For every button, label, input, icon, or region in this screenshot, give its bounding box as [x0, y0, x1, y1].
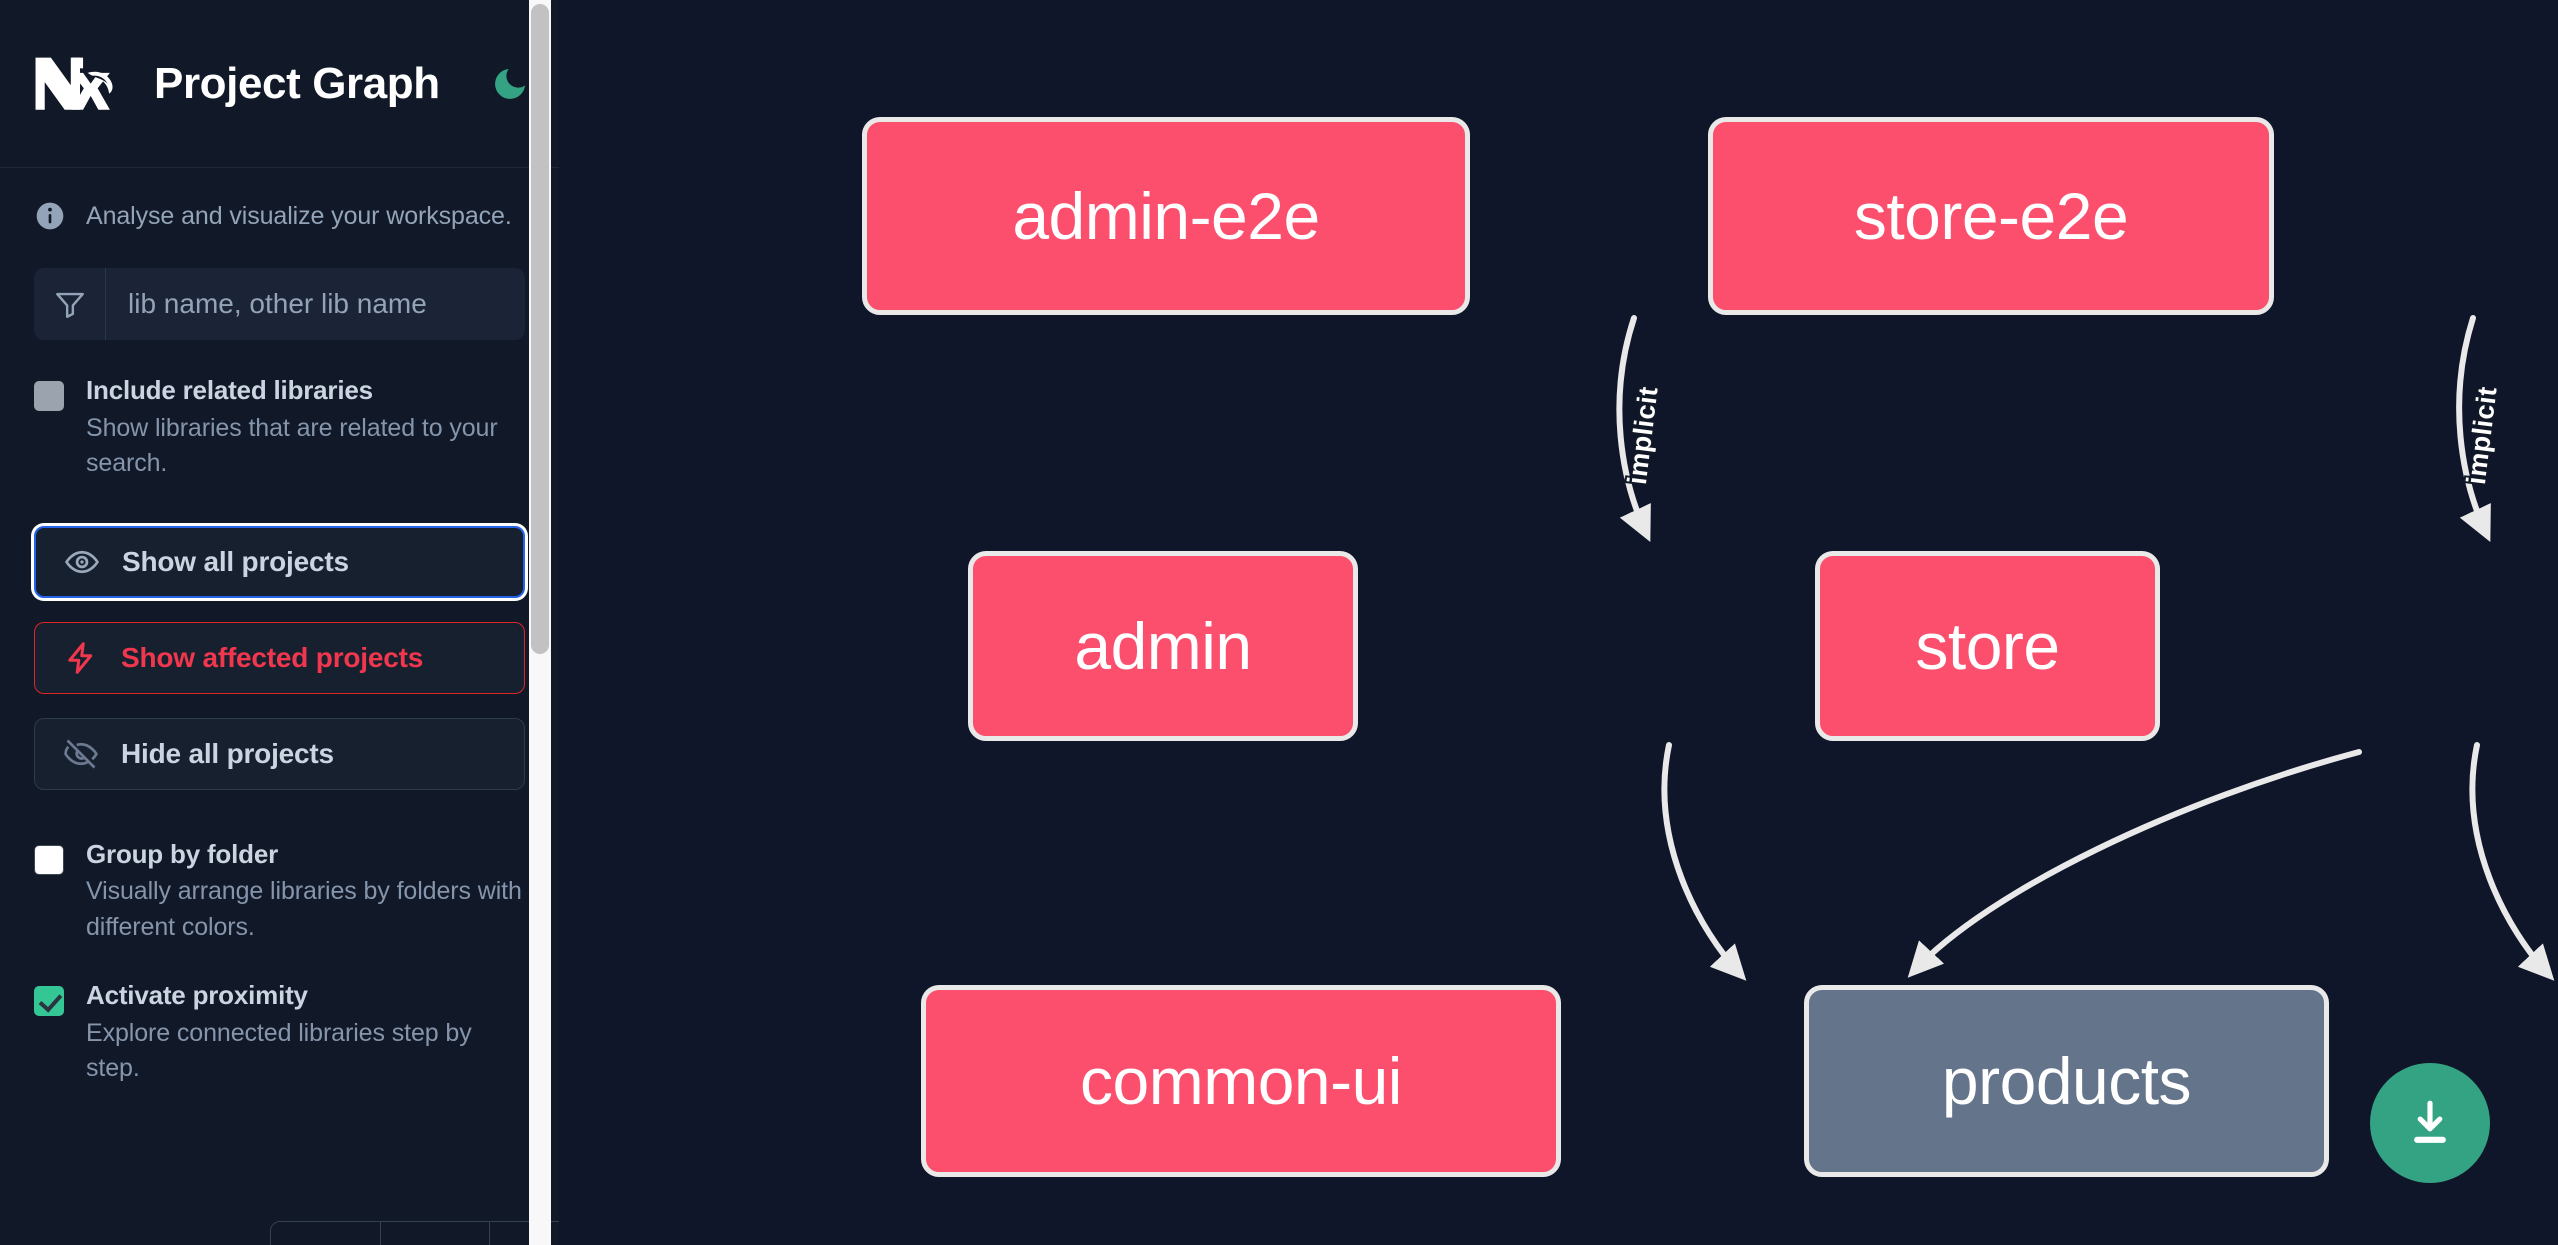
node-label: store: [1915, 609, 2060, 683]
workspace-note-text: Analyse and visualize your workspace.: [86, 201, 512, 230]
node-label: store-e2e: [1853, 179, 2129, 253]
moon-icon[interactable]: [490, 60, 530, 108]
eye-slash-icon: [64, 739, 99, 768]
edge-admin-to-common-ui: [1661, 742, 1747, 981]
node-label: admin-e2e: [1012, 179, 1320, 253]
graph-node-store-e2e[interactable]: store-e2e: [1708, 117, 2274, 315]
node-label: common-ui: [1080, 1044, 1402, 1118]
sidebar-header: Project Graph: [0, 0, 559, 168]
show-all-projects-button[interactable]: Show all projects: [34, 525, 525, 598]
download-graph-button[interactable]: [2370, 1063, 2490, 1183]
graph-node-products[interactable]: products: [1804, 985, 2329, 1177]
node-label: admin: [1074, 609, 1252, 683]
graph-node-admin[interactable]: admin: [968, 551, 1358, 741]
sidebar: Project Graph Analyse and visualize your…: [0, 0, 559, 1245]
graph-node-store[interactable]: store: [1815, 551, 2160, 741]
edge-label-implicit-admin: implicit: [1621, 384, 1664, 487]
edge-store-to-products: [2469, 742, 2555, 981]
hide-all-projects-button[interactable]: Hide all projects: [34, 717, 525, 790]
option-description: Visually arrange libraries by folders wi…: [86, 877, 522, 941]
show-affected-projects-button[interactable]: Show affected projects: [34, 621, 525, 694]
segment-1[interactable]: [271, 1222, 381, 1245]
page-title: Project Graph: [154, 58, 440, 108]
option-include-related-libraries[interactable]: Include related libraries Show libraries…: [34, 374, 525, 482]
option-group-by-folder[interactable]: Group by folder Visually arrange librari…: [34, 838, 525, 946]
checkbox-activate-proximity[interactable]: [34, 986, 64, 1016]
eye-icon: [64, 550, 100, 573]
info-icon: [34, 200, 66, 232]
option-label: Group by folder: [86, 838, 279, 869]
button-label: Hide all projects: [121, 737, 334, 769]
graph-node-common-ui[interactable]: common-ui: [921, 985, 1561, 1177]
node-label: products: [1941, 1044, 2192, 1118]
edge-store-e2e-to-store: [2456, 315, 2491, 543]
sidebar-scrollbar-thumb[interactable]: [531, 4, 549, 654]
nx-logo-icon: [34, 53, 126, 115]
option-description: Show libraries that are related to your …: [86, 413, 498, 478]
filter-funnel-icon: [34, 268, 106, 340]
search-input[interactable]: [106, 268, 525, 340]
proximity-segmented-control[interactable]: [270, 1221, 559, 1245]
workspace-note: Analyse and visualize your workspace.: [0, 168, 559, 260]
option-label: Activate proximity: [86, 980, 308, 1010]
option-activate-proximity[interactable]: Activate proximity Explore connected lib…: [34, 979, 525, 1087]
button-label: Show all projects: [122, 545, 349, 577]
option-description: Explore connected libraries step by step…: [86, 1018, 472, 1083]
option-label: Include related libraries: [86, 375, 373, 405]
graph-node-admin-e2e[interactable]: admin-e2e: [862, 117, 1470, 315]
checkbox-include-related-libraries[interactable]: [34, 381, 64, 411]
edge-admin-e2e-to-admin: [1616, 315, 1651, 543]
visibility-button-group: Show all projects Show affected projects…: [34, 525, 525, 790]
button-label: Show affected projects: [121, 641, 424, 673]
download-icon: [2414, 1100, 2446, 1143]
sidebar-body: Include related libraries Show libraries…: [0, 268, 559, 1087]
edge-label-implicit-store: implicit: [2460, 384, 2503, 487]
search-field[interactable]: [34, 268, 525, 340]
checkbox-group-by-folder[interactable]: [34, 844, 64, 875]
graph-canvas[interactable]: admin-e2e store-e2e admin store common-u…: [559, 0, 2558, 1245]
lightning-bolt-icon: [68, 641, 93, 674]
edge-store-to-common-ui: [1907, 749, 2362, 978]
segment-2[interactable]: [381, 1222, 491, 1245]
display-options-group: Group by folder Visually arrange librari…: [34, 838, 525, 1087]
